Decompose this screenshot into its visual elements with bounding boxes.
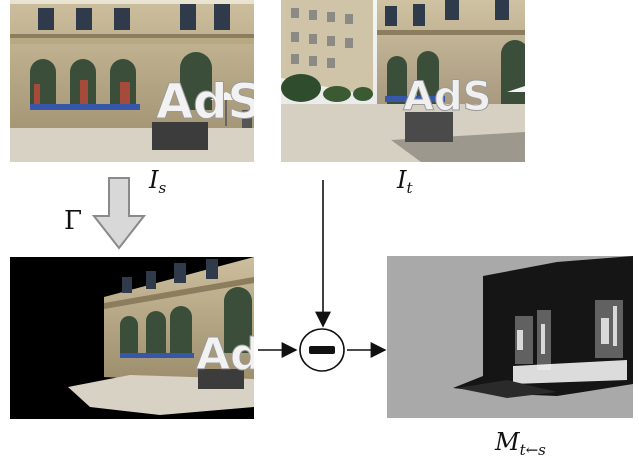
svg-text:AdS: AdS [196, 329, 254, 380]
warped-source-image: AdS [10, 257, 254, 419]
subtract-operator-icon [298, 327, 346, 373]
source-image: AdS [10, 0, 254, 162]
svg-text:AdS: AdS [156, 74, 254, 130]
target-image-label: It [397, 166, 413, 197]
difference-mask-image [387, 256, 633, 418]
source-image-label: Is [149, 166, 167, 197]
target-image: AdS [281, 0, 525, 162]
svg-text:AdS: AdS [403, 74, 491, 120]
mask-label: Mt←s [495, 428, 546, 459]
warp-label: Γ [64, 206, 83, 236]
warp-arrow [92, 176, 146, 250]
